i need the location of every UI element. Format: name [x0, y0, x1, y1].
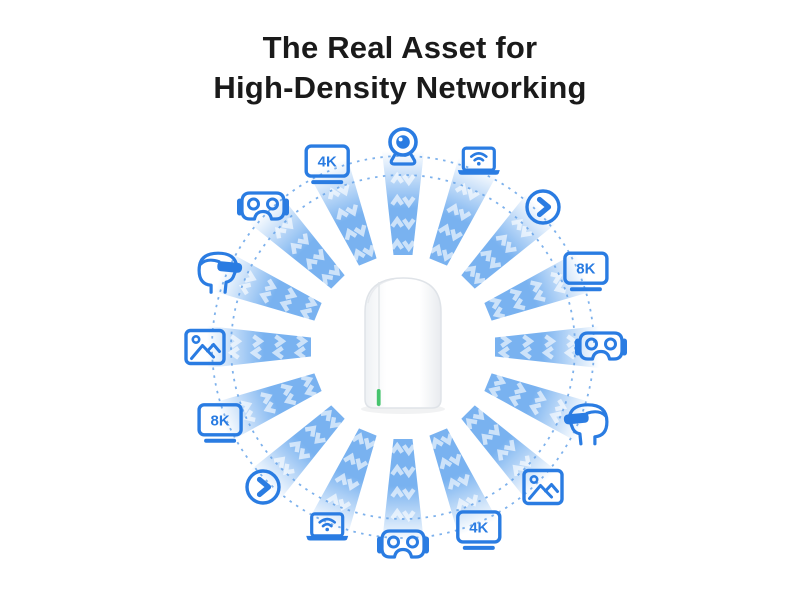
device-icon-ring: 8K 4K 8K 4K	[184, 127, 629, 559]
page-title: The Real Asset for High-Density Networki…	[0, 28, 800, 108]
page-title-line-1: The Real Asset for	[262, 30, 538, 65]
router-top-rim	[367, 278, 395, 304]
page-title-line-2: High-Density Networking	[213, 70, 587, 105]
tv-4k-icon: 4K	[455, 509, 502, 550]
laptop-wifi-icon	[456, 146, 502, 177]
tv-resolution-label: 8K	[211, 412, 230, 429]
tv-8k-icon: 8K	[197, 402, 244, 443]
tv-resolution-label: 8K	[576, 261, 595, 278]
router-led	[376, 389, 381, 406]
signal-beam	[382, 439, 424, 543]
tv-resolution-label: 4K	[469, 519, 488, 536]
signal-beam	[382, 151, 424, 255]
router-body	[364, 277, 442, 409]
tv-8k-icon: 8K	[562, 251, 609, 292]
tv-4k-icon: 4K	[304, 144, 351, 185]
mesh-router-device	[361, 277, 445, 414]
tv-resolution-label: 4K	[318, 154, 337, 171]
